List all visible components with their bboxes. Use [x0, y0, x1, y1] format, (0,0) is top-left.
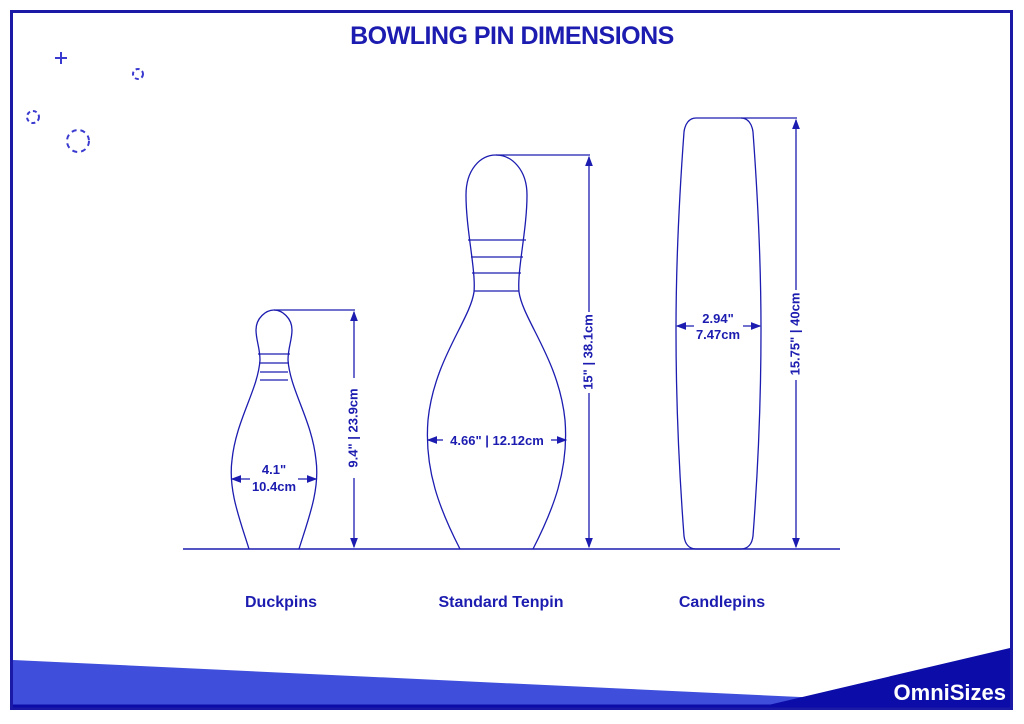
- duckpin-width-cm: 10.4cm: [252, 479, 296, 494]
- candlepin-height-label: 15.75" | 40cm: [787, 293, 802, 376]
- duckpin-drawing: [230, 309, 358, 550]
- page-title: BOWLING PIN DIMENSIONS: [350, 22, 674, 50]
- candlepin-width-cm: 7.47cm: [696, 327, 740, 342]
- candlepin-width-in: 2.94": [702, 311, 733, 326]
- plus-icon: [55, 52, 67, 64]
- duckpin-height-label: 9.4" | 23.9cm: [345, 388, 360, 467]
- dashed-circle-icon: [26, 110, 40, 124]
- footer-band-dark: [760, 648, 1010, 707]
- tenpin-height-label: 15" | 38.1cm: [580, 314, 595, 390]
- diagram-frame: [10, 10, 1013, 710]
- duckpins-label: Duckpins: [244, 594, 317, 611]
- dashed-circle-icon: [66, 129, 90, 153]
- candlepins-label: Candlepins: [678, 594, 766, 611]
- brand-logo: OmniSizes: [893, 680, 1006, 705]
- duckpin-width-in: 4.1": [262, 462, 286, 477]
- dashed-circle-icon: [132, 68, 144, 80]
- tenpin-drawing: [426, 154, 593, 550]
- standard-tenpin-label: Standard Tenpin: [438, 594, 564, 611]
- candlepin-drawing: [675, 117, 800, 550]
- tenpin-width-label: 4.66" | 12.12cm: [450, 433, 544, 448]
- footer-band-light: [13, 660, 1010, 707]
